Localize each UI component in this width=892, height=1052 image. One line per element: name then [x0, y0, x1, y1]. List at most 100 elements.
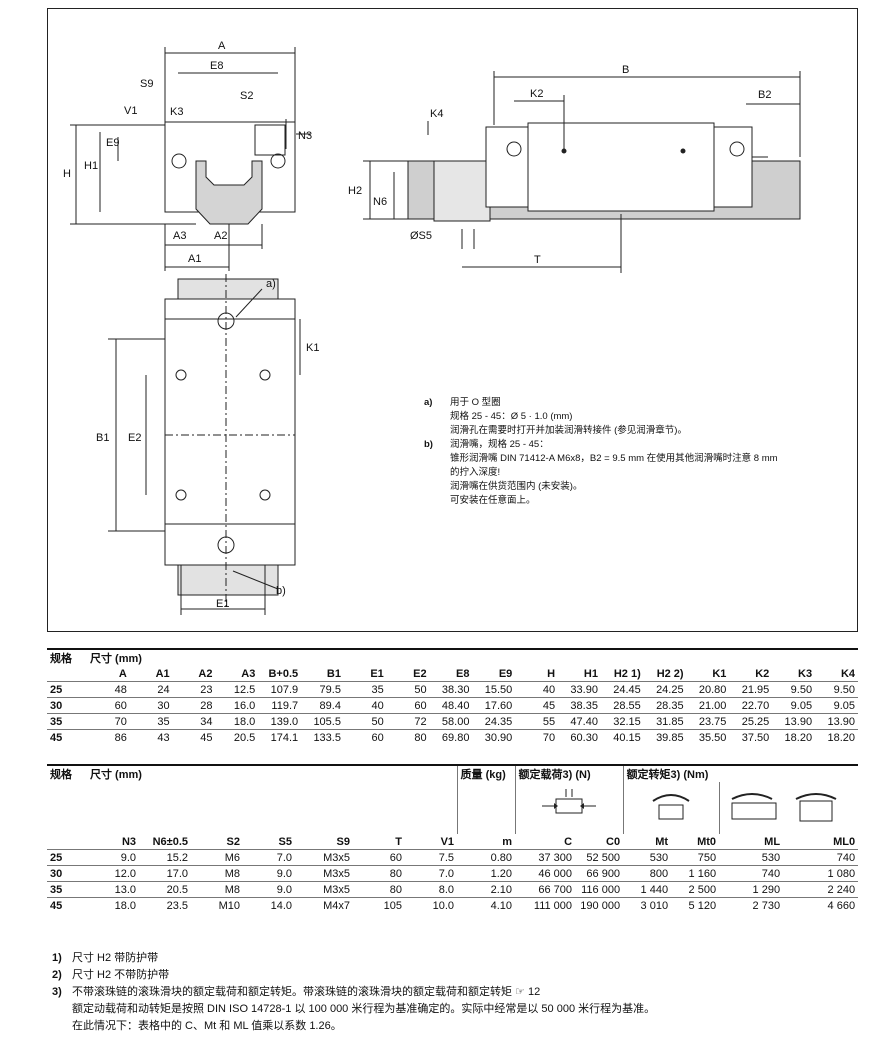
- table-cell: M4x7: [295, 897, 353, 913]
- table-cell: 15.50: [472, 681, 516, 698]
- footnote-3-line-2: 额定动载荷和动转矩是按照 DIN ISO 14728-1 以 100 000 米…: [72, 1003, 656, 1015]
- table-cell: 17.60: [472, 697, 516, 714]
- dim-K4-label: K4: [430, 108, 443, 120]
- t1-col-header: B1: [326, 667, 341, 680]
- footnotes: 1)尺寸 H2 带防护带 2)尺寸 H2 不带防护带 3)不带滚珠链的滚珠滑块的…: [52, 950, 655, 1035]
- table-cell: 13.90: [815, 713, 858, 730]
- table-cell: 66 900: [575, 865, 624, 882]
- table-cell: 15.2: [139, 849, 191, 866]
- table-cell: 139.0: [258, 713, 302, 730]
- table-cell: 18.20: [772, 729, 816, 745]
- note-b-line-3: 可安装在任意面上。: [450, 495, 536, 506]
- t2-col-header: ML0: [833, 835, 856, 848]
- dim-B-label: B: [622, 64, 629, 76]
- table-cell: 4.10: [457, 897, 516, 913]
- t1-col-header: H2 1): [613, 667, 641, 680]
- table-cell: 18.0: [87, 897, 139, 913]
- table-cell: 13.0: [87, 881, 139, 898]
- table-cell: 9.50: [815, 681, 858, 698]
- table-cell: 38.30: [429, 681, 473, 698]
- table-cell: 89.4: [301, 697, 344, 714]
- t2-col-header: S2: [226, 835, 240, 848]
- t1-col-header: A3: [241, 667, 256, 680]
- table-cell: 28.55: [600, 697, 644, 714]
- table-cell: 45: [172, 729, 216, 745]
- note-b-line-2: 润滑嘴在供货范围内 (未安装)。: [450, 481, 583, 492]
- drawing-notes: a)用于 O 型圈 规格 25 - 45：Ø 5 · 1.0 (mm) 润滑孔在…: [424, 396, 824, 508]
- table-cell: 14.0: [243, 897, 295, 913]
- table-cell: 12.0: [87, 865, 139, 882]
- t1-col-header: H1: [583, 667, 598, 680]
- table-cell: 16.0: [215, 697, 259, 714]
- front-screw-pocket: [254, 124, 286, 156]
- t1-col-header: E2: [413, 667, 427, 680]
- table-cell: M3x5: [295, 881, 353, 898]
- t2-col-header: N3: [121, 835, 136, 848]
- table-cell: 22.70: [729, 697, 773, 714]
- footnote-3-key: 3): [52, 986, 62, 998]
- table-cell: M8: [191, 881, 243, 898]
- rail-bolt-section: [433, 160, 491, 222]
- dim-N6-label: N6: [373, 196, 387, 208]
- table2-header-row-1: 规格 尺寸 (mm) 质量 (kg) 额定载荷3) (N) 额定转矩3) (Nm…: [47, 765, 859, 782]
- size-cell: 45: [47, 729, 87, 745]
- table-cell: 39.85: [643, 729, 687, 745]
- footnote-2: 尺寸 H2 不带防护带: [72, 969, 170, 981]
- table-cell: 530: [719, 849, 784, 866]
- t2-col-header: Mt: [655, 835, 669, 848]
- table-cell: 25.25: [729, 713, 773, 730]
- table-cell: 23.75: [686, 713, 730, 730]
- table-cell: 9.0: [243, 865, 295, 882]
- t1-col-header: H2 2): [656, 667, 684, 680]
- table-cell: M6: [191, 849, 243, 866]
- table-cell: 35: [343, 681, 387, 698]
- table-cell: 23.5: [139, 897, 191, 913]
- table-cell: 86: [87, 729, 130, 745]
- t1-col-header: A: [118, 667, 127, 680]
- t2-col-header: T: [395, 835, 402, 848]
- table-cell: 66 700: [515, 881, 576, 898]
- table-cell: 40: [515, 681, 559, 698]
- table-cell: 105: [353, 897, 405, 913]
- table-cell: 9.05: [772, 697, 816, 714]
- table-cell: 30: [129, 697, 173, 714]
- table-cell: 48.40: [429, 697, 473, 714]
- table-cell: 35: [129, 713, 173, 730]
- torque-ml-icons: [731, 792, 837, 821]
- table-cell: 7.0: [243, 849, 295, 866]
- dim-H-label: H: [63, 168, 71, 180]
- note-b-marker: b): [276, 585, 286, 597]
- table-cell: 174.1: [258, 729, 302, 745]
- dimension-table-2: 规格 尺寸 (mm) 质量 (kg) 额定载荷3) (N) 额定转矩3) (Nm…: [47, 764, 859, 913]
- table-cell: 79.5: [301, 681, 344, 698]
- t1-col-header: K4: [840, 667, 855, 680]
- table-cell: 60: [353, 849, 405, 866]
- dim-N3-label: N3: [298, 130, 312, 142]
- t1-col-header: K2: [755, 667, 770, 680]
- table-cell: M10: [191, 897, 243, 913]
- t2-col-header: Mt0: [697, 835, 717, 848]
- size-cell: 35: [47, 881, 87, 898]
- table-cell: 21.95: [729, 681, 773, 698]
- table-cell: 28: [172, 697, 216, 714]
- dim-B2-label: B2: [758, 89, 771, 101]
- dim-E2-label: E2: [128, 432, 141, 444]
- note-b-key: b): [424, 439, 433, 450]
- table-cell: 530: [623, 849, 672, 866]
- table-cell: 45: [515, 697, 559, 714]
- table-cell: 80: [353, 865, 405, 882]
- t1-col-header: B+0.5: [268, 667, 299, 680]
- table-cell: 1 290: [719, 881, 784, 898]
- table-cell: M8: [191, 865, 243, 882]
- table-cell: 5 120: [671, 897, 720, 913]
- torque-mt-icon: [652, 793, 690, 819]
- table-cell: 28.35: [643, 697, 687, 714]
- table-cell: 60: [386, 697, 430, 714]
- table-cell: 2 730: [719, 897, 784, 913]
- table-cell: 46 000: [515, 865, 576, 882]
- table-cell: 1.20: [457, 865, 516, 882]
